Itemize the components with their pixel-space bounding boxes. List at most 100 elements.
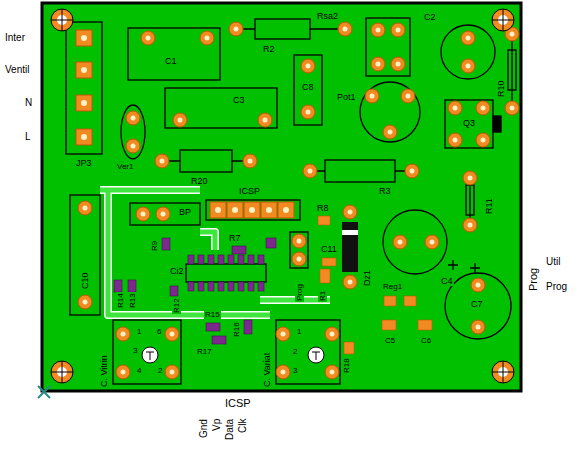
- terminal-label: Prog: [527, 267, 540, 292]
- ic-pin: [208, 282, 214, 291]
- capacitor-outline: [294, 55, 322, 125]
- pad: [365, 89, 379, 103]
- resistor-symbol: [466, 185, 474, 215]
- pad: [155, 154, 169, 168]
- ic-pin: [218, 282, 224, 291]
- pad: [229, 22, 243, 36]
- part-label: BP: [178, 207, 192, 217]
- part-label: C5: [384, 336, 396, 345]
- terminal-label: Inter: [4, 32, 26, 44]
- mounting-hole: [51, 361, 73, 383]
- pad: [325, 327, 339, 341]
- trace-clearance: [200, 232, 215, 250]
- part-label: C6: [420, 336, 432, 345]
- resistor-symbol: [325, 160, 395, 182]
- electrolytic-capacitor: [445, 273, 511, 339]
- smd-capacitor: [382, 320, 396, 330]
- jumper-outline: [290, 232, 308, 268]
- part-label: R2: [262, 44, 276, 54]
- part-label: R17: [196, 347, 213, 356]
- part-label: R18: [342, 357, 351, 374]
- resistor-symbol: [255, 19, 310, 39]
- square-pad: [227, 202, 243, 218]
- relay-outline: [366, 18, 410, 76]
- pad: [173, 113, 187, 127]
- resistor-lead: [511, 34, 512, 108]
- pad: [476, 101, 490, 115]
- terminal-label: N: [24, 97, 33, 109]
- board: [42, 3, 521, 391]
- transistor-tab: [493, 116, 501, 132]
- part-label: ICSP: [238, 186, 261, 196]
- smd-resistor: [170, 286, 178, 296]
- pad: [292, 234, 306, 248]
- smd-resistor: [206, 323, 220, 331]
- part-label: C11: [320, 244, 338, 254]
- smd-resistor: [212, 336, 226, 344]
- pad: [116, 327, 130, 341]
- pad: [343, 275, 357, 289]
- ic-outline: [186, 264, 266, 282]
- transistor-outline: [445, 100, 493, 148]
- button-outline: [130, 203, 200, 225]
- trace: [200, 232, 215, 250]
- pad: [156, 207, 170, 221]
- pad: [78, 295, 92, 309]
- traces: [100, 190, 330, 315]
- pad: [463, 218, 477, 232]
- pads: [76, 22, 519, 379]
- trace-clearance: [100, 186, 200, 194]
- signal-name: Vp: [211, 418, 223, 432]
- pad: [258, 113, 272, 127]
- pad: [116, 365, 130, 379]
- ic-pin: [258, 282, 264, 291]
- square-pad: [210, 202, 226, 218]
- capacitor-outline: [128, 28, 220, 80]
- terminal-label: Prog: [545, 281, 568, 293]
- component-outlines: [66, 18, 516, 384]
- part-label: R15: [204, 310, 221, 319]
- ic-pin: [248, 255, 254, 264]
- ic-pin: [198, 255, 204, 264]
- trace: [100, 188, 200, 193]
- part-label: C8: [301, 82, 315, 92]
- terminal-block: [66, 22, 102, 154]
- part-label: Rsa2: [316, 11, 339, 21]
- resistor-lead: [162, 160, 250, 161]
- pad: [448, 133, 462, 147]
- mounting-hole: [51, 9, 73, 31]
- square-pad: [244, 202, 260, 218]
- signal-name: Gnd: [198, 418, 210, 439]
- part-label: C. Variat: [262, 352, 272, 388]
- potentiometer-outline: [360, 82, 420, 142]
- part-label: C2: [423, 12, 437, 22]
- resistor-lead: [236, 28, 345, 29]
- part-label: R13: [128, 292, 137, 309]
- square-pad: [261, 202, 277, 218]
- ic-pin: [238, 255, 244, 264]
- pin-number: 2: [292, 347, 298, 356]
- pin-number: 4: [136, 366, 142, 375]
- smd-resistor: [128, 280, 136, 292]
- pad: [471, 278, 485, 292]
- origin-marker: [38, 386, 50, 398]
- ic-pin: [218, 255, 224, 264]
- part-label: R8: [316, 203, 330, 213]
- pin-number: 1: [296, 327, 302, 336]
- signal-name: Data: [224, 418, 236, 441]
- pin-number: 6: [156, 327, 162, 336]
- pad: [383, 125, 397, 139]
- mounting-holes: [51, 9, 514, 383]
- capacitor-outline: [165, 88, 277, 128]
- part-label: JP3: [75, 158, 93, 168]
- diode: [342, 222, 358, 272]
- pad: [463, 171, 477, 185]
- pad: [276, 327, 290, 341]
- pad: [276, 365, 290, 379]
- part-label: Ci2: [169, 266, 185, 276]
- part-label: R3: [378, 186, 392, 196]
- pad: [126, 139, 140, 153]
- square-pad: [76, 30, 92, 46]
